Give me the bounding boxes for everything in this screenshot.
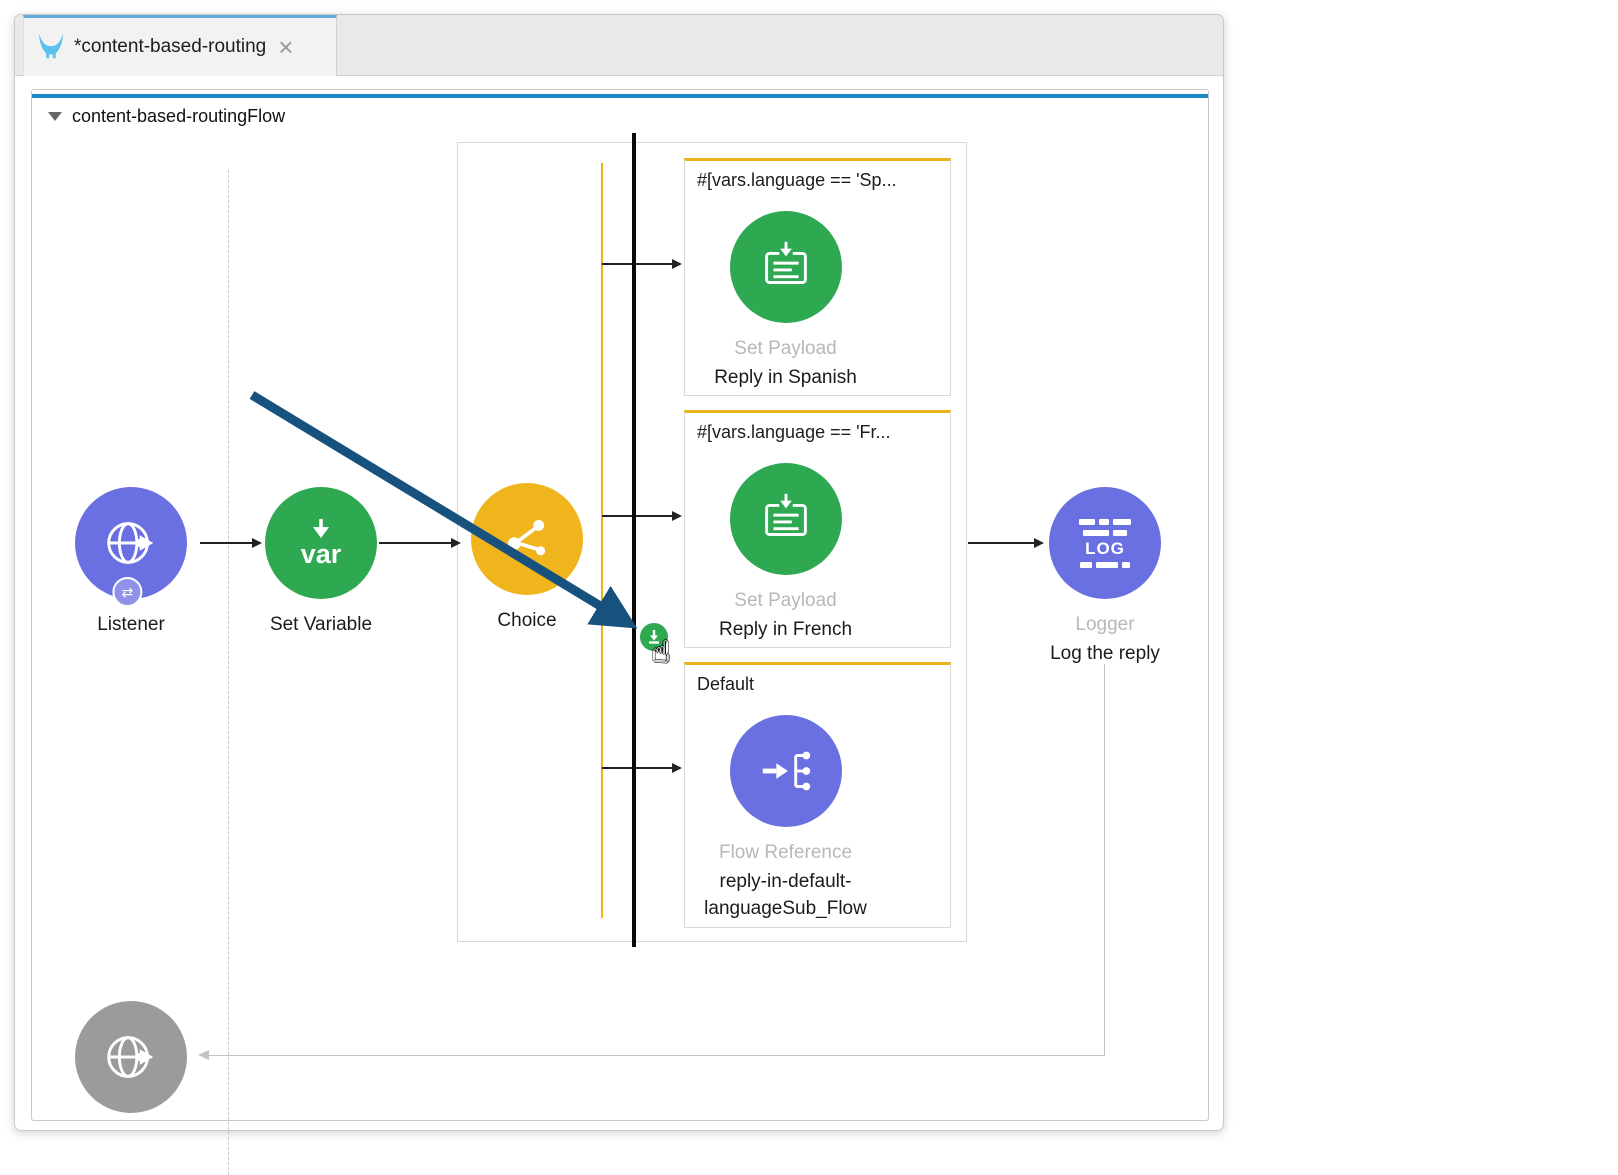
connector-listener-setvariable [200,542,260,544]
listener-node[interactable]: ⇄ Listener [51,487,211,638]
flow-title: content-based-routingFlow [72,106,285,127]
tab-bar: *content-based-routing × [15,15,1223,76]
component-name-label: Reply in Spanish [714,364,857,391]
component-name-label: Log the reply [1050,640,1160,667]
connector-route-default [602,767,680,769]
http-globe-icon [100,1026,162,1088]
connector-route-french [602,515,680,517]
branch-condition: #[vars.language == 'Fr... [697,422,944,443]
tab-title: *content-based-routing [74,36,266,58]
component-type-label: Logger [1075,611,1134,638]
component-type-label: Set Payload [734,587,836,614]
connector-setvariable-choice [379,542,459,544]
flow-header: content-based-routingFlow [48,106,285,127]
component-name-label: Set Variable [270,611,372,638]
return-connector-vertical [1104,664,1105,1055]
default-branch[interactable]: Default [684,662,951,928]
set-payload-component[interactable] [730,463,842,575]
request-response-badge-icon: ⇄ [112,577,142,607]
source-lane-divider [228,170,229,1175]
set-payload-icon [755,236,817,298]
connector-choice-logger [968,542,1042,544]
branch-condition: Default [697,674,944,695]
when-branch-french[interactable]: #[vars.language == 'Fr... Se [684,410,951,648]
flow-collapse-toggle-icon[interactable] [48,112,62,121]
component-name-label: Reply in French [719,616,852,643]
component-name-label: Choice [497,607,556,634]
branch-condition: #[vars.language == 'Sp... [697,170,944,191]
set-payload-icon [755,488,817,550]
mule-logo-icon [36,32,66,62]
flow-selection-highlight [32,94,1208,98]
set-variable-icon: var [301,519,342,567]
listener-response-node[interactable] [51,1001,211,1113]
logger-icon: LOG [1079,519,1131,568]
set-variable-node[interactable]: var Set Variable [241,487,401,638]
component-type-label: Flow Reference [719,839,852,866]
component-name-label: Listener [97,611,165,638]
when-branch-spanish[interactable]: #[vars.language == 'Sp... Se [684,158,951,396]
choice-node[interactable]: Choice [447,483,607,634]
tab-content-based-routing[interactable]: *content-based-routing × [23,15,337,76]
set-payload-component[interactable] [730,211,842,323]
return-connector-horizontal [208,1055,1105,1056]
flow-reference-component[interactable] [730,715,842,827]
component-name-label: reply-in-default-languageSub_Flow [686,868,886,922]
http-globe-icon [100,512,162,574]
flow-reference-icon [755,740,817,802]
component-type-label: Set Payload [734,335,836,362]
tab-close-icon[interactable]: × [278,34,293,60]
editor-window: *content-based-routing × content-based-r… [14,14,1224,1131]
flow-canvas[interactable]: content-based-routingFlow #[vars.languag… [31,89,1209,1121]
choice-branch-icon [498,510,556,568]
cursor-hand-icon: ☝ [652,638,670,668]
connector-route-spanish [602,263,680,265]
drop-indicator-line [632,133,636,947]
logger-node[interactable]: LOG Logger Log the reply [1005,487,1205,667]
